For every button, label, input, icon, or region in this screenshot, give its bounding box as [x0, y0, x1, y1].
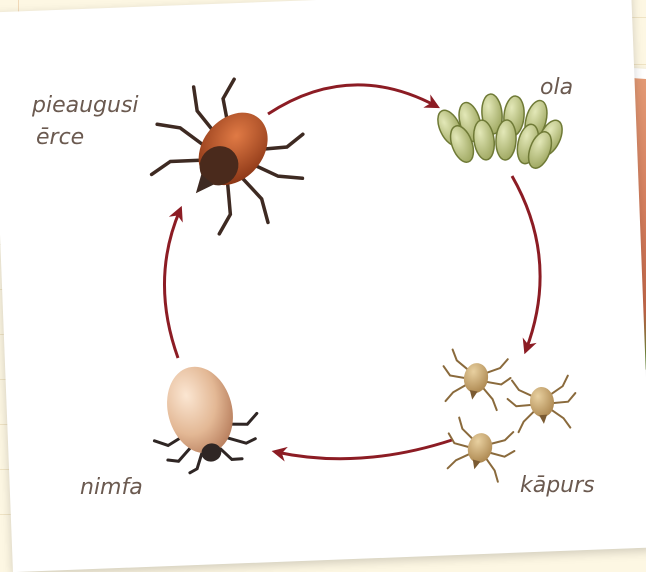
arrow-larva-to-nymph	[276, 440, 452, 459]
arrow-nymph-to-adult	[164, 210, 180, 358]
arrow-adult-to-egg	[268, 85, 436, 114]
adult-tick-icon	[129, 58, 326, 253]
egg-label: ola	[540, 75, 573, 100]
nymph-tick-icon	[138, 354, 267, 480]
adult-label-line1: pieaugusi	[31, 93, 139, 118]
nymph-label: nimfa	[80, 475, 143, 500]
larva-label: kāpurs	[520, 473, 595, 498]
adult-label-line2: ērce	[36, 125, 84, 150]
larva-tick-icon	[438, 348, 579, 483]
arrow-egg-to-larva	[512, 176, 540, 350]
life-cycle-diagram: pieaugusi ērce ola kāpurs nimfa	[0, 0, 646, 542]
egg-cluster-icon	[433, 93, 567, 171]
